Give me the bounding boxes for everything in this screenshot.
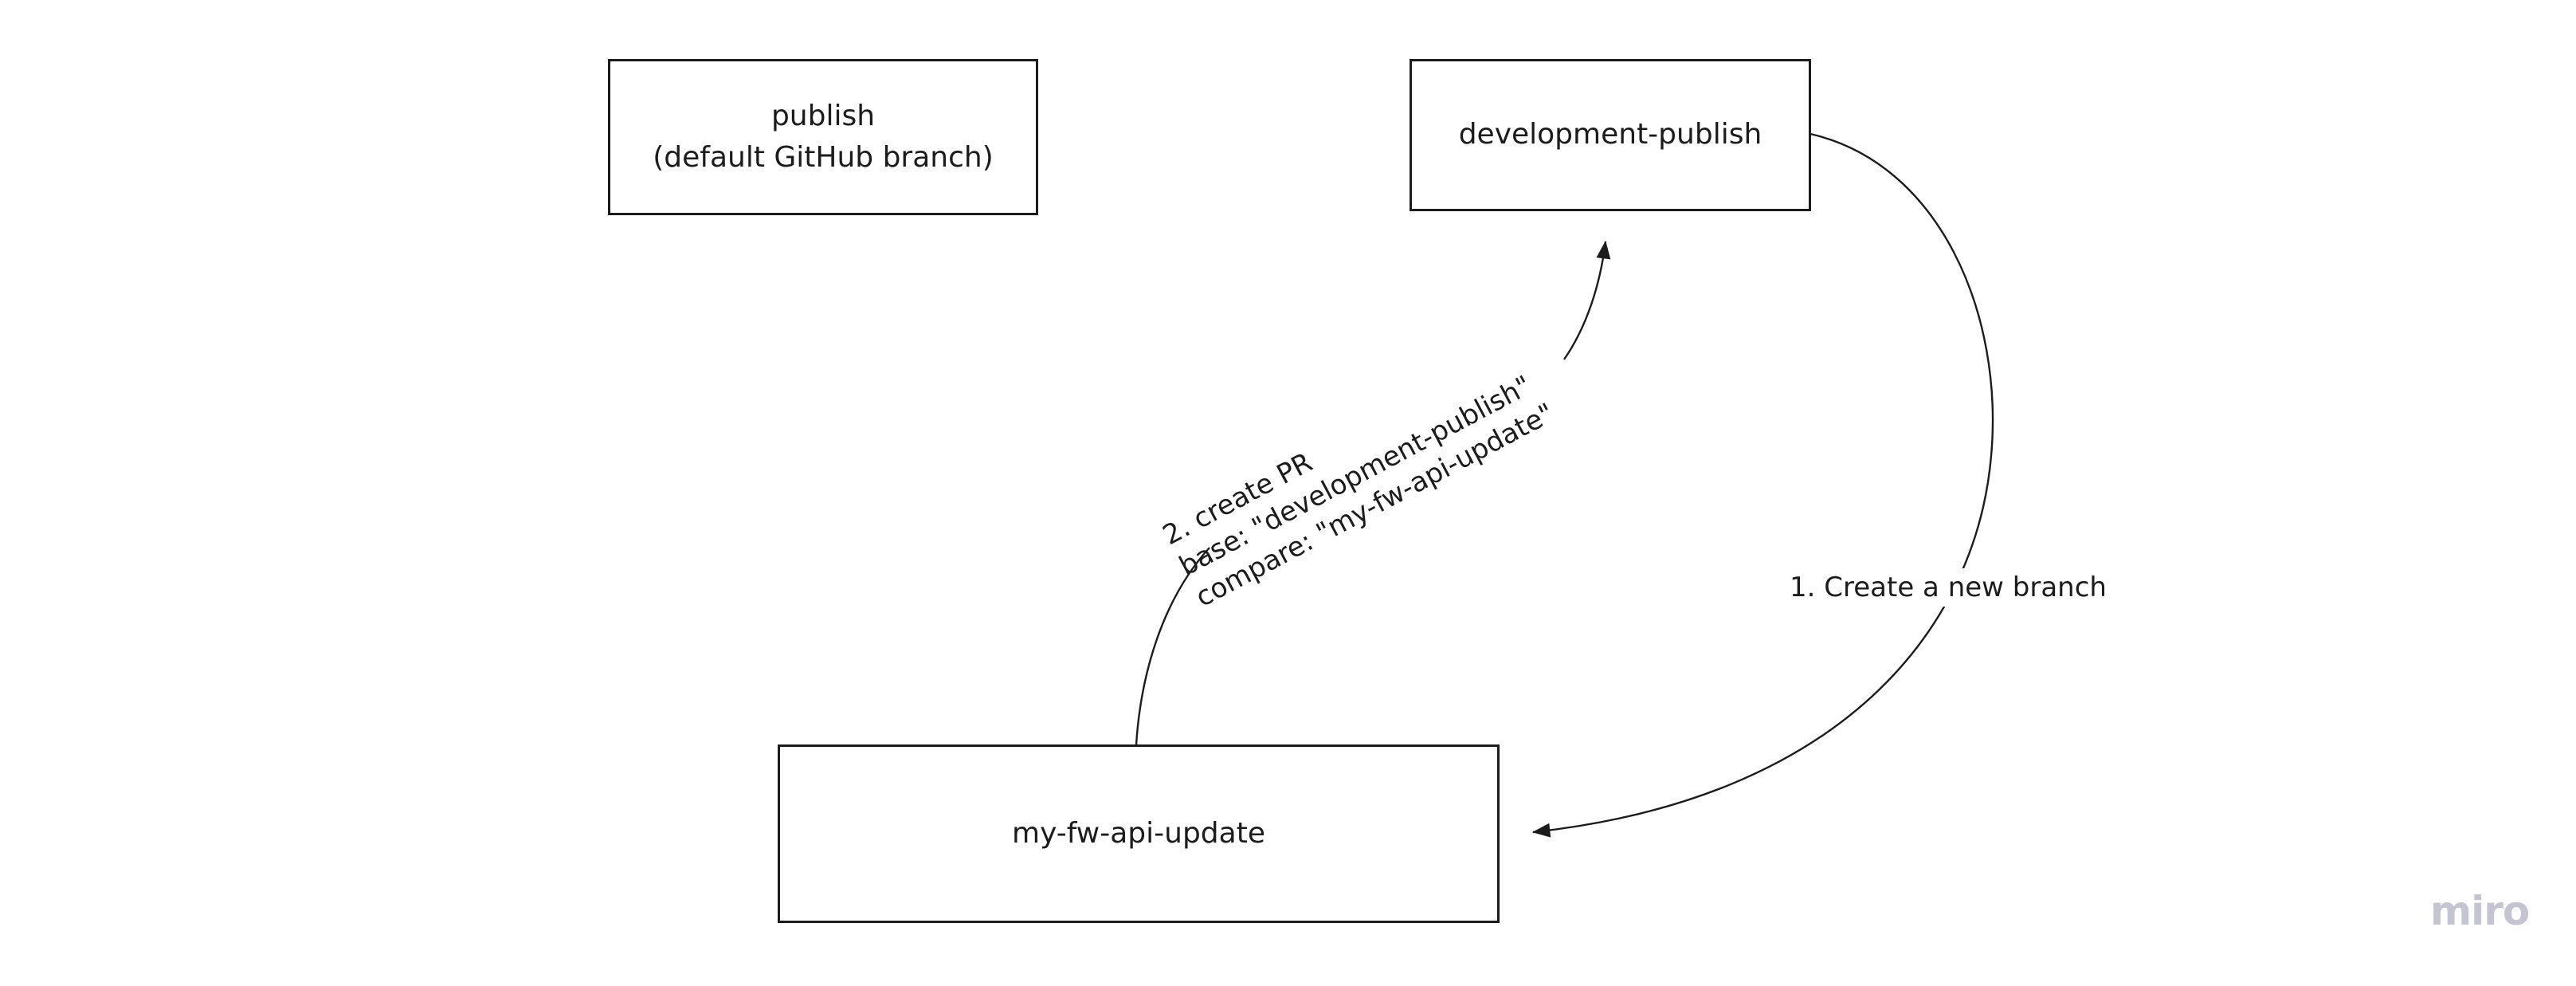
miro-watermark: miro — [2430, 888, 2530, 934]
node-development-publish[interactable]: development-publish — [1410, 59, 1811, 211]
edge-create-pr-lower-segment[interactable] — [1135, 547, 1210, 746]
node-publish-label-line2: (default GitHub branch) — [653, 141, 994, 174]
edge-create-pr-upper-segment[interactable] — [1563, 240, 1611, 360]
node-publish[interactable]: publish (default GitHub branch) — [608, 59, 1038, 215]
edge-create-branch-label[interactable]: 1. Create a new branch — [1782, 568, 2115, 607]
node-development-publish-label: development-publish — [1458, 118, 1762, 151]
node-my-fw-api-update[interactable]: my-fw-api-update — [778, 744, 1500, 923]
node-publish-label-line1: publish — [770, 99, 876, 132]
node-my-fw-api-update-label: my-fw-api-update — [1012, 816, 1265, 850]
edge-create-branch[interactable] — [1531, 132, 1994, 838]
